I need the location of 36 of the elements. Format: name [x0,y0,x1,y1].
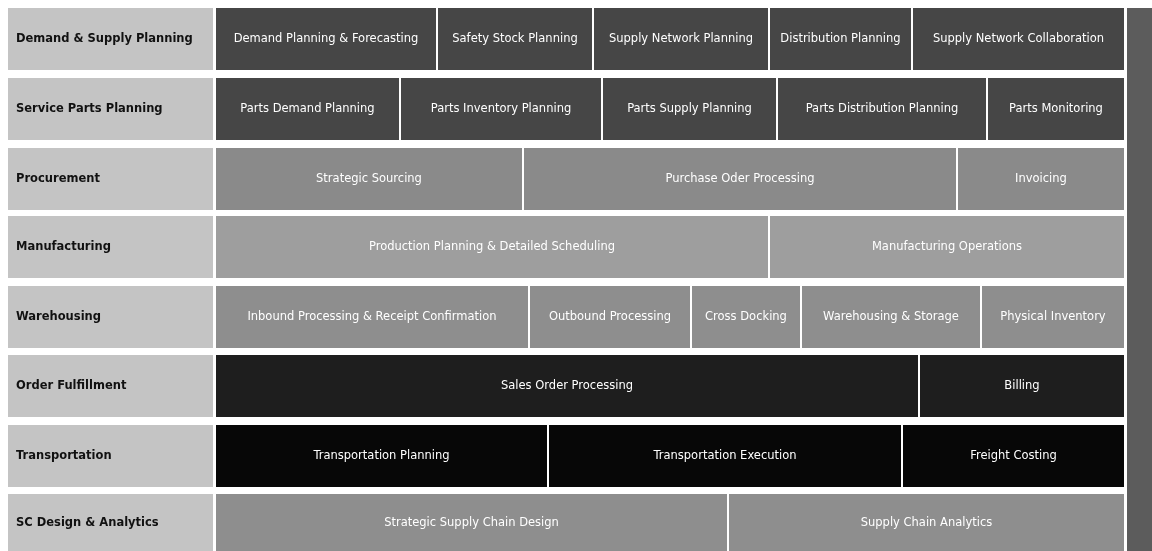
capability-cell: Warehousing & Storage [802,286,980,348]
capability-cell: Supply Network Collaboration [913,8,1124,70]
row-header-cell: Order Fulfillment [8,355,213,417]
row-header-cell: Transportation [8,425,213,487]
capability-cell: Outbound Processing [530,286,690,348]
capability-cell: Parts Supply Planning [603,78,776,140]
capability-cell: Parts Monitoring [988,78,1124,140]
capability-cell: Parts Distribution Planning [778,78,986,140]
capability-cell: Production Planning & Detailed Scheduling [216,216,768,278]
row-header-cell: Service Parts Planning [8,78,213,140]
capability-cell: Purchase Oder Processing [524,148,956,210]
capability-cell: Freight Costing [903,425,1124,487]
row-header-cell: Manufacturing [8,216,213,278]
side-bar [1127,8,1152,551]
row-header-cell: Demand & Supply Planning [8,8,213,70]
row-header-cell: Procurement [8,148,213,210]
capability-cell: Supply Chain Analytics [729,494,1124,551]
capability-cell: Strategic Sourcing [216,148,522,210]
capability-cell: Physical Inventory [982,286,1124,348]
row-header-cell: Warehousing [8,286,213,348]
capability-cell: Sales Order Processing [216,355,918,417]
capability-cell: Transportation Execution [549,425,901,487]
capability-cell: Distribution Planning [770,8,911,70]
capability-cell: Strategic Supply Chain Design [216,494,727,551]
capability-cell: Manufacturing Operations [770,216,1124,278]
capability-cell: Cross Docking [692,286,800,348]
capability-cell: Billing [920,355,1124,417]
capability-cell: Transportation Planning [216,425,547,487]
capability-cell: Invoicing [958,148,1124,210]
capability-cell: Demand Planning & Forecasting [216,8,436,70]
capability-cell: Inbound Processing & Receipt Confirmation [216,286,528,348]
capability-cell: Parts Inventory Planning [401,78,601,140]
capability-cell: Supply Network Planning [594,8,768,70]
capability-cell: Safety Stock Planning [438,8,592,70]
row-header-cell: SC Design & Analytics [8,494,213,551]
capability-cell: Parts Demand Planning [216,78,399,140]
